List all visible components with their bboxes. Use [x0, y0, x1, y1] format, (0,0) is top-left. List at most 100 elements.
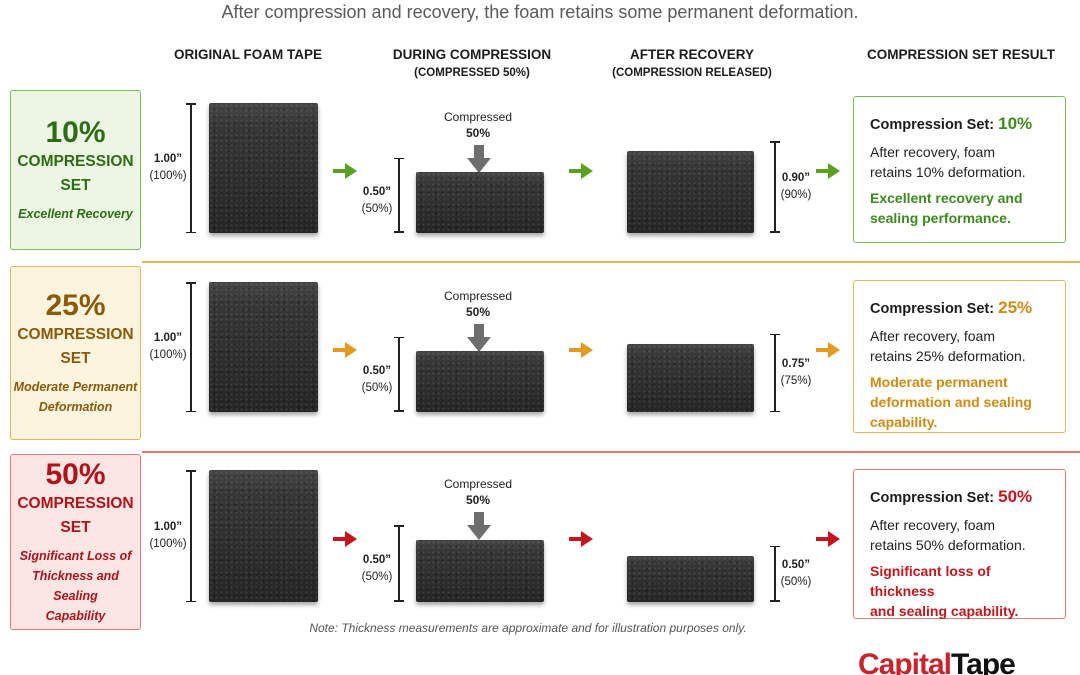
compressed-foam-block	[416, 540, 544, 602]
recovered-thickness-value: 0.75”	[781, 357, 811, 370]
result-card-1: Compression Set: 10% After recovery, foa…	[853, 96, 1066, 243]
recovered-thickness-percent: (75%)	[780, 374, 812, 387]
process-arrow-3-icon	[816, 530, 840, 547]
partial-footer-text: ▬ ▬	[32, 668, 333, 675]
column-header-during: DURING COMPRESSION (COMPRESSED 50%)	[380, 46, 564, 82]
capitaltape-logo: CapitalTape	[858, 648, 1016, 675]
compressed-dimension-line	[394, 525, 404, 602]
process-arrow-1-icon	[333, 530, 357, 547]
recovered-dimension-line	[770, 333, 780, 412]
result-card-2: Compression Set: 25% After recovery, foa…	[853, 280, 1066, 433]
recovered-thickness-label: 0.50” (50%)	[778, 557, 814, 591]
original-foam-block	[209, 103, 318, 233]
row-divider	[142, 451, 1080, 453]
compressed-dimension-line	[394, 336, 404, 412]
column-header-after-sub: (COMPRESSION RELEASED)	[612, 67, 772, 79]
brand-tape: Tape	[951, 648, 1016, 675]
row-label-percent: 50%	[45, 458, 106, 491]
recovered-thickness-percent: (50%)	[780, 575, 812, 588]
recovered-thickness-percent: (90%)	[780, 189, 812, 202]
result-body-line-2: retains 50% deformation.	[870, 537, 1026, 553]
compressed-thickness-percent: (50%)	[361, 381, 393, 394]
compressed-thickness-value: 0.50”	[362, 364, 392, 377]
process-arrow-2-icon	[569, 530, 593, 547]
recovered-thickness-value: 0.50”	[781, 558, 811, 571]
result-emphasis-line: sealing performance.	[870, 210, 1011, 226]
column-header-result-title: COMPRESSION SET RESULT	[866, 47, 1056, 62]
row-label-cs-line2: SET	[60, 350, 91, 367]
compressed-label-percent: 50%	[465, 305, 491, 319]
brand-capital: Capital	[858, 648, 952, 675]
column-header-original: ORIGINAL FOAM TAPE	[160, 46, 336, 64]
row-label-desc-line: Deformation	[38, 400, 113, 414]
column-header-result: COMPRESSION SET RESULT	[848, 46, 1074, 64]
compressed-thickness-value: 0.50”	[362, 185, 392, 198]
result-body-line-2: retains 10% deformation.	[870, 164, 1026, 180]
process-arrow-1-icon	[333, 341, 357, 358]
compression-down-arrow-icon	[467, 512, 491, 540]
row-label-cs-line2: SET	[60, 177, 91, 194]
compression-down-arrow-icon	[467, 324, 491, 352]
recovered-thickness-label: 0.75” (75%)	[778, 356, 814, 390]
column-header-after-title: AFTER RECOVERY	[629, 47, 754, 62]
page-subtitle: After compression and recovery, the foam…	[221, 2, 859, 22]
original-thickness-value: 1.00”	[153, 332, 183, 344]
row-label-description: Excellent Recovery	[18, 204, 133, 224]
original-foam-block	[209, 470, 318, 602]
result-heading: Compression Set: 10%	[870, 113, 1051, 136]
recovered-dimension-line	[770, 141, 780, 233]
compressed-label: Compressed 50%	[428, 288, 528, 320]
row-label-cs-line2: SET	[60, 519, 91, 536]
row-divider	[142, 261, 1080, 263]
compressed-label-text: Compressed	[443, 477, 513, 491]
result-body-line-2: retains 25% deformation.	[870, 348, 1026, 364]
process-arrow-2-icon	[569, 162, 593, 179]
recovered-thickness-value: 0.90”	[781, 172, 811, 185]
row-label-percent: 10%	[45, 116, 106, 149]
process-arrow-3-icon	[816, 341, 840, 358]
compressed-foam-block	[416, 351, 544, 412]
compressed-label: Compressed 50%	[428, 476, 528, 508]
result-body: After recovery, foam retains 10% deformat…	[870, 142, 1051, 182]
result-body-line-1: After recovery, foam	[870, 144, 996, 160]
compressed-thickness-percent: (50%)	[361, 571, 393, 583]
row-label-desc-line: Significant Loss of	[19, 549, 132, 563]
column-header-during-title: DURING COMPRESSION	[392, 47, 552, 62]
compressed-foam-block	[416, 172, 544, 233]
row-label-percent: 25%	[45, 289, 106, 322]
result-body: After recovery, foam retains 50% deformat…	[870, 515, 1051, 555]
original-dimension-line	[186, 470, 196, 602]
compressed-thickness-value: 0.50”	[362, 554, 392, 566]
process-arrow-1-icon	[333, 162, 357, 179]
recovered-foam-block	[627, 343, 754, 412]
original-thickness-value: 1.00”	[153, 521, 183, 533]
result-emphasis-line: Significant loss of thickness	[870, 563, 991, 599]
original-thickness-percent: (100%)	[149, 538, 187, 550]
compressed-label-percent: 50%	[465, 493, 491, 507]
row-label-desc-line: Capability	[45, 609, 106, 623]
original-thickness-label: 1.00” (100%)	[140, 151, 196, 185]
process-arrow-3-icon	[816, 162, 840, 179]
result-heading-value: 10%	[998, 114, 1033, 133]
result-emphasis: Excellent recovery and sealing performanc…	[870, 188, 1051, 228]
compressed-label-text: Compressed	[443, 289, 513, 303]
recovered-thickness-label: 0.90” (90%)	[778, 170, 814, 204]
result-heading-label: Compression Set:	[870, 490, 995, 506]
row-label-1: 10% COMPRESSION SET Excellent Recovery	[10, 90, 141, 250]
result-emphasis-line: Excellent recovery and	[870, 190, 1023, 206]
result-body-line-1: After recovery, foam	[870, 517, 996, 533]
original-thickness-percent: (100%)	[149, 349, 187, 361]
original-thickness-percent: (100%)	[149, 170, 187, 182]
original-thickness-label: 1.00” (100%)	[140, 330, 196, 364]
original-dimension-line	[186, 282, 196, 412]
compressed-thickness-percent: (50%)	[361, 202, 393, 215]
original-thickness-value: 1.00”	[153, 153, 183, 165]
row-label-cs-line1: COMPRESSION	[17, 326, 134, 343]
compressed-thickness-label: 0.50” (50%)	[352, 184, 402, 218]
result-heading-value: 25%	[998, 298, 1033, 317]
